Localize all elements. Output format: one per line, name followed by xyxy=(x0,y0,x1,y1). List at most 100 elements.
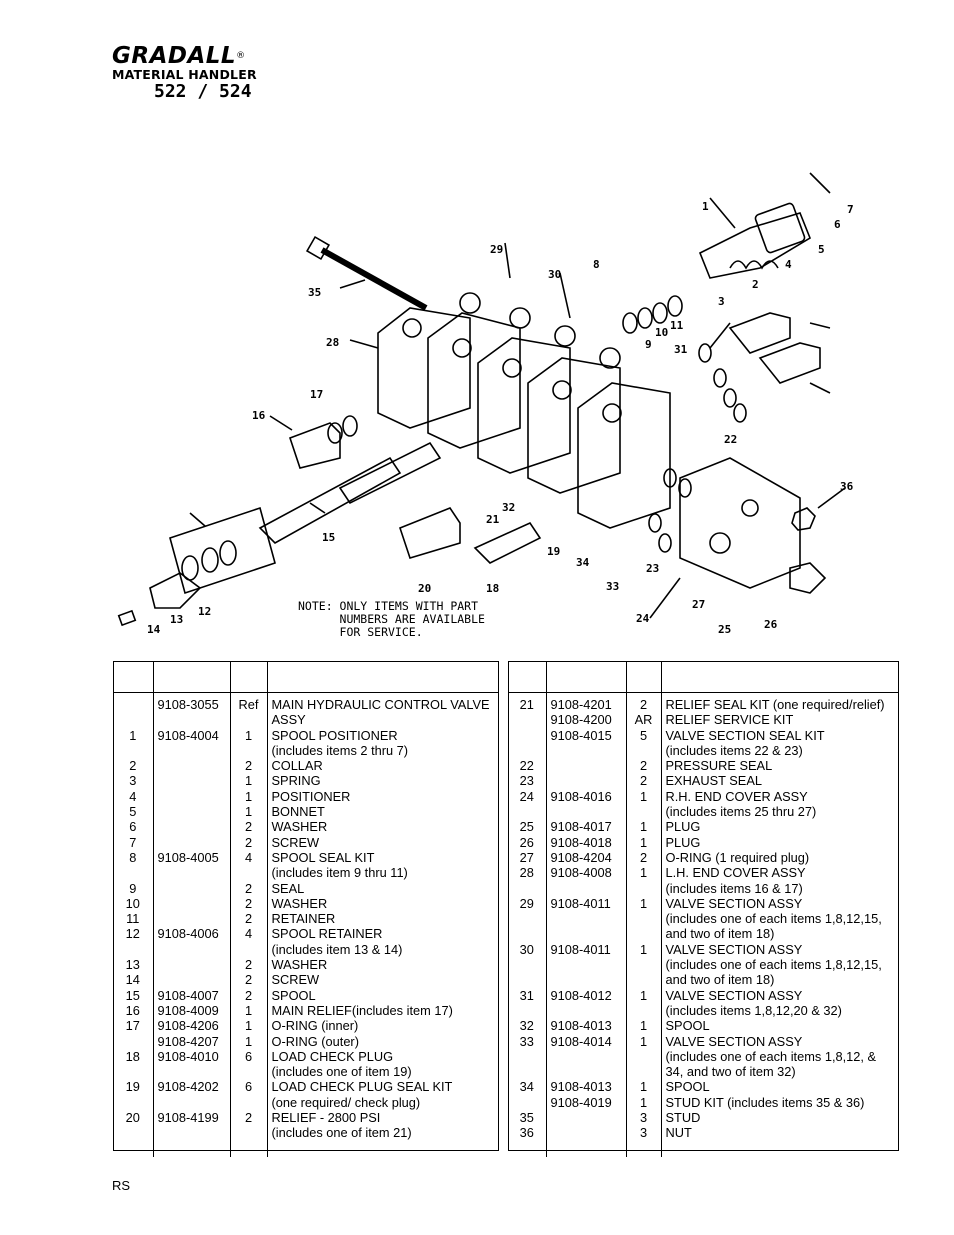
description: VALVE SECTION SEAL KIT(includes items 22… xyxy=(660,727,899,759)
item-number: 21 xyxy=(519,697,534,712)
quantity: 1 xyxy=(625,1033,661,1080)
part-number: 9108-4014 xyxy=(545,1033,626,1080)
description: VALVE SECTION ASSY(includes one of each … xyxy=(660,1033,899,1080)
description: SPOOL xyxy=(660,1079,899,1095)
item-number: 2 xyxy=(129,758,137,774)
table-header-row xyxy=(113,662,499,693)
quantity: 2 xyxy=(229,834,267,850)
quantity: 2 xyxy=(229,819,267,835)
quantity: 1 xyxy=(625,987,661,1019)
callout-31: 31 xyxy=(674,343,688,356)
item-number: 26 xyxy=(519,834,534,850)
spool-retainer-12 xyxy=(149,572,202,609)
quantity: 6 xyxy=(229,1079,267,1111)
header-cell xyxy=(152,662,230,693)
description: STUD KIT (includes items 35 & 36) xyxy=(660,1094,899,1111)
quantity: 3 xyxy=(625,1110,661,1126)
callout-14: 14 xyxy=(147,623,161,636)
callout-22: 22 xyxy=(724,433,737,446)
valve-body-stack xyxy=(377,292,671,529)
callout-3: 3 xyxy=(718,295,725,308)
item-number: 10 xyxy=(125,895,140,911)
description: PLUG xyxy=(660,834,899,850)
quantity: 2 xyxy=(625,692,661,713)
part-number: 9108-4011 xyxy=(545,941,626,988)
item-number: 34 xyxy=(519,1079,534,1095)
item-number xyxy=(508,1095,546,1110)
description: WASHER xyxy=(266,819,499,835)
item-number: 25 xyxy=(519,819,534,835)
item-number: 7 xyxy=(129,834,137,850)
callout-19: 19 xyxy=(547,545,560,558)
part-number: 9108-4006 xyxy=(152,926,230,958)
callout-25: 25 xyxy=(718,623,731,636)
item-number: 3 xyxy=(129,773,137,789)
description: SCREW xyxy=(266,834,499,850)
description: RETAINER xyxy=(266,911,499,927)
header-cell xyxy=(266,662,499,693)
description: RELIEF - 2800 PSI(includes one of item 2… xyxy=(266,1110,499,1157)
callout-12: 12 xyxy=(198,605,211,618)
description: STUD xyxy=(660,1110,899,1126)
part-number xyxy=(545,773,626,789)
part-number: 9108-4008 xyxy=(545,865,626,896)
part-number xyxy=(152,804,230,820)
item-number: 31 xyxy=(519,987,534,1003)
part-number: 9108-4201 xyxy=(545,692,626,713)
quantity: 1 xyxy=(625,1094,661,1111)
table-header-row xyxy=(508,662,899,693)
part-number: 9108-4011 xyxy=(545,895,626,942)
part-number xyxy=(152,758,230,774)
callout-2: 2 xyxy=(752,278,759,291)
callout-35: 35 xyxy=(308,286,321,299)
description: SPOOL POSITIONER(includes items 2 thru 7… xyxy=(266,727,499,759)
item-number: 30 xyxy=(519,941,534,957)
quantity: 2 xyxy=(625,773,661,789)
end-cover-24 xyxy=(679,457,801,589)
item-number: 33 xyxy=(519,1033,534,1049)
description: SPOOL xyxy=(266,987,499,1003)
item-number: 1 xyxy=(129,727,137,743)
quantity: 5 xyxy=(625,727,661,759)
brand-subtitle: MATERIAL HANDLER xyxy=(112,68,257,82)
callout-23: 23 xyxy=(646,562,659,575)
callout-9: 9 xyxy=(645,338,652,351)
quantity: 3 xyxy=(625,1125,661,1157)
part-number xyxy=(152,819,230,835)
part-number: 9108-4007 xyxy=(152,987,230,1003)
description: O-RING (1 required plug) xyxy=(660,849,899,866)
description: MAIN RELIEF(includes item 17) xyxy=(266,1002,499,1019)
quantity: 4 xyxy=(229,849,267,881)
item-number: 35 xyxy=(519,1110,534,1126)
quantity: 2 xyxy=(229,758,267,774)
quantity: 2 xyxy=(229,972,267,988)
description: SPOOL SEAL KIT(includes item 9 thru 11) xyxy=(266,849,499,881)
item-number: 18 xyxy=(125,1048,140,1064)
part-number: 9108-4017 xyxy=(545,819,626,835)
part-number: 9108-4200 xyxy=(545,712,626,728)
item-number: 5 xyxy=(129,804,137,820)
item-number: 17 xyxy=(125,1018,140,1034)
part-number xyxy=(152,957,230,973)
callout-33: 33 xyxy=(606,580,619,593)
description: RELIEF SEAL KIT (one required/relief) xyxy=(660,692,899,713)
part-number xyxy=(152,788,230,805)
quantity: 2 xyxy=(229,911,267,927)
part-number xyxy=(152,911,230,927)
